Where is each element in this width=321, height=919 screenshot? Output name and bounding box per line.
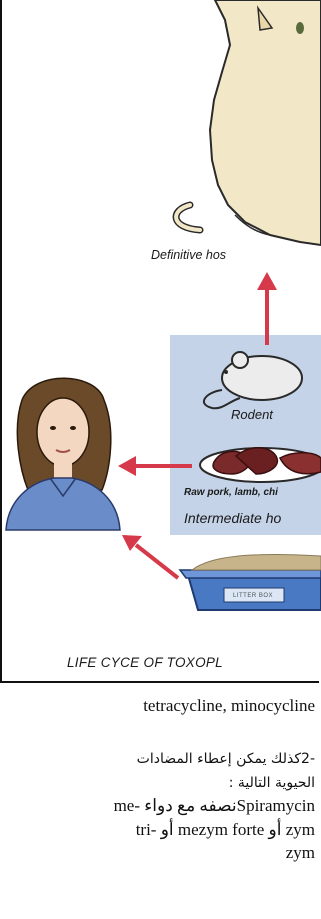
arrow-litter-to-human (122, 535, 178, 578)
arrow-rodent-to-cat (257, 272, 277, 345)
drug-names-line: tetracycline, minocycline (143, 695, 315, 717)
definitive-host-label: Definitive hos (151, 248, 226, 262)
human-illustration (6, 378, 120, 530)
antibiotics-intro-line2: الحيوية التالية : (229, 772, 315, 794)
figure-caption: LIFE CYCE OF TOXOPL (67, 655, 223, 670)
antibiotics-intro-line1: -2كذلك يمكن إعطاء المضادات (137, 748, 315, 770)
raw-meat-illustration (200, 448, 321, 482)
mezym-line: zym أو mezym forte أو -tri (136, 819, 315, 841)
rodent-label: Rodent (231, 407, 273, 422)
litter-box-illustration (180, 555, 321, 610)
intermediate-host-label: Intermediate ho (184, 510, 281, 526)
raw-meat-label: Raw pork, lamb, chi (184, 487, 278, 498)
cat-illustration (176, 0, 321, 245)
life-cycle-illustration (0, 0, 321, 686)
spiramycin-line: Spiramycinنصفه مع دواء -me (114, 795, 315, 817)
zym-line: zym (286, 842, 315, 864)
toxoplasma-life-cycle-figure: Definitive hos Rodent Raw pork, lamb, ch… (0, 0, 321, 686)
litter-box-label: LITTER BOX (233, 593, 273, 599)
